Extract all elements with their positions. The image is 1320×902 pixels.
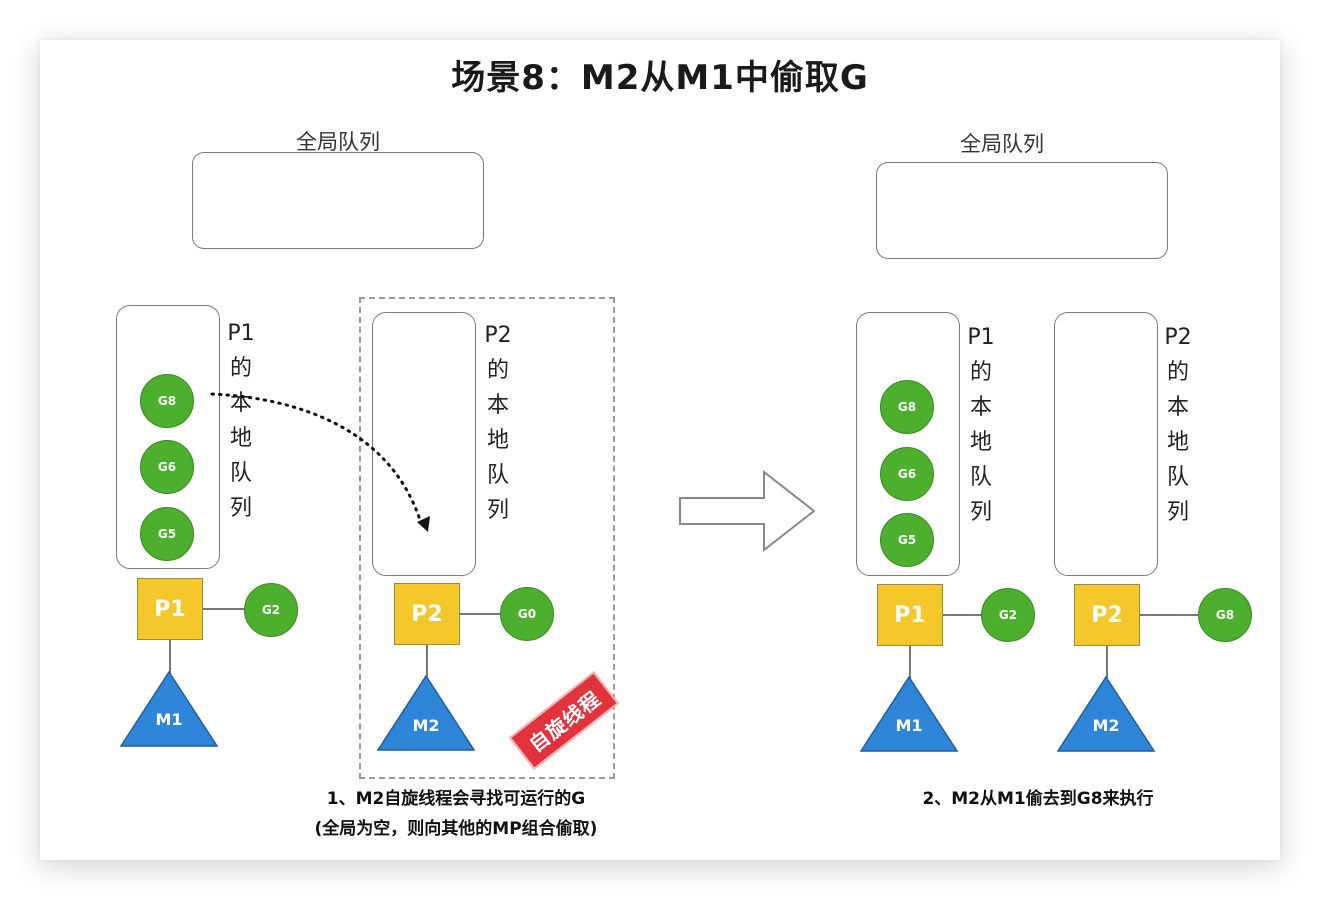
left-p2-m2-link — [426, 645, 428, 677]
left-p2-local-queue — [372, 312, 476, 576]
left-p1-g2-link — [203, 608, 246, 610]
transition-arrow-icon — [679, 470, 816, 552]
right-p2-local-queue — [1054, 312, 1158, 576]
left-goroutine-g2: G2 — [244, 583, 298, 637]
right-p2-m2-link — [1106, 646, 1108, 678]
right-goroutine-g5: G5 — [880, 513, 934, 567]
left-goroutine-g5: G5 — [140, 507, 194, 561]
right-goroutine-running-g8: G8 — [1198, 588, 1252, 642]
right-global-queue-label: 全局队列 — [960, 132, 1044, 156]
left-global-queue-label: 全局队列 — [296, 130, 380, 154]
right-caption: 2、M2从M1偷去到G8来执行 — [922, 789, 1154, 809]
left-caption: 1、M2自旋线程会寻找可运行的G (全局为空，则向其他的MP组合偷取) — [314, 789, 598, 839]
left-machine-m2-triangle — [376, 674, 476, 751]
right-goroutine-g2: G2 — [981, 588, 1035, 642]
left-global-queue — [192, 152, 484, 249]
right-p1-m1-link — [909, 646, 911, 678]
left-processor-p2: P2 — [394, 583, 460, 645]
left-goroutine-g0: G0 — [500, 587, 554, 641]
right-processor-p1: P1 — [877, 584, 943, 646]
left-machine-m1-triangle — [119, 670, 219, 747]
right-global-queue — [876, 162, 1168, 259]
left-goroutine-g8: G8 — [140, 374, 194, 428]
left-machine-m2-label: M2 — [412, 716, 440, 735]
right-p2-g8-link — [1140, 614, 1200, 616]
left-machine-m1-label: M1 — [155, 710, 183, 729]
right-machine-m2-label: M2 — [1092, 716, 1120, 735]
right-machine-m1-label: M1 — [895, 716, 923, 735]
left-processor-p1: P1 — [137, 578, 203, 640]
left-goroutine-g6: G6 — [140, 440, 194, 494]
right-goroutine-g6: G6 — [880, 447, 934, 501]
right-goroutine-g8: G8 — [880, 380, 934, 434]
right-p1-g2-link — [943, 614, 983, 616]
right-machine-m1-triangle — [859, 675, 959, 752]
page-title: 场景8：M2从M1中偷取G — [451, 58, 869, 98]
left-spinning-thread-frame — [359, 297, 615, 779]
left-p2-g0-link — [460, 613, 502, 615]
left-p1-m1-link — [169, 640, 171, 674]
right-processor-p2: P2 — [1074, 584, 1140, 646]
right-machine-m2-triangle — [1056, 675, 1156, 752]
